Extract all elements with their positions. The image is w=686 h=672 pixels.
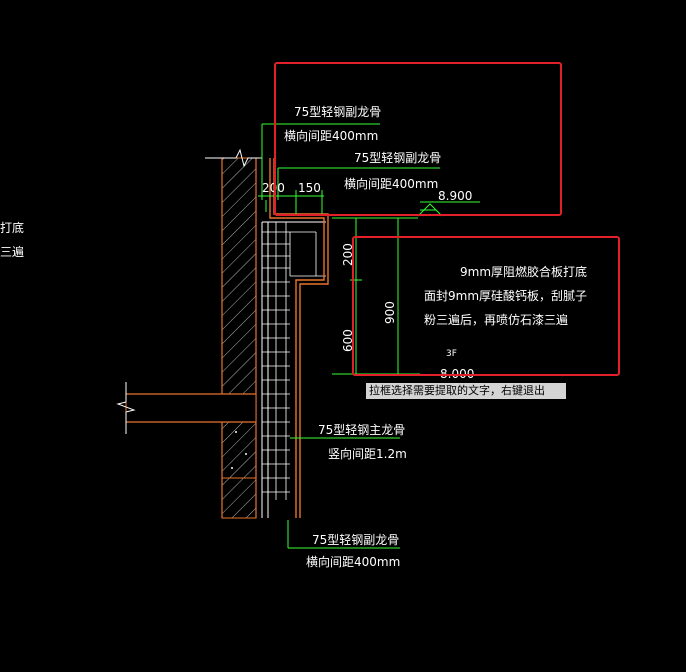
dim-150-label: 150 — [298, 181, 321, 195]
floor-tag-label: 3F — [446, 349, 457, 359]
top-keel-1-spacing: 横向间距400mm — [284, 128, 378, 143]
selection-box-bottom[interactable] — [352, 236, 620, 376]
selection-box-top[interactable] — [274, 62, 562, 216]
left-cut-label-1: 打底 — [0, 220, 24, 235]
drawing-labels: 打底 三遍 75型轻钢副龙骨 横向间距400mm 75型轻钢副龙骨 横向间距40… — [0, 105, 587, 569]
masonry-wall — [205, 148, 262, 519]
bottom-keel-spacing: 横向间距400mm — [306, 554, 400, 569]
dim-200-label: 200 — [262, 181, 285, 195]
board-spec-line-2: 面封9mm厚硅酸钙板，刮腻子 — [424, 288, 587, 303]
dim-900-vertical-label: 900 — [383, 301, 397, 324]
top-keel-2-label: 75型轻钢副龙骨 — [354, 151, 441, 165]
board-spec-line-1: 9mm厚阻燃胶合板打底 — [460, 264, 587, 279]
dim-200-vertical-label: 200 — [341, 243, 355, 266]
top-keel-2-spacing: 横向间距400mm — [344, 176, 438, 191]
main-keel-label: 75型轻钢主龙骨 — [318, 423, 405, 437]
main-keel-spacing: 竖向间距1.2m — [328, 446, 407, 461]
command-tooltip: 拉框选择需要提取的文字，右键退出 — [366, 383, 566, 399]
left-cut-label-2: 三遍 — [0, 245, 24, 259]
keel-framing — [261, 221, 326, 518]
floor-slab — [116, 382, 257, 519]
board-spec-line-3: 粉三遍后，再喷仿石漆三遍 — [424, 313, 568, 327]
elevation-top-label: 8.900 — [438, 189, 472, 203]
top-keel-1-label: 75型轻钢副龙骨 — [294, 105, 381, 119]
dim-600-vertical-label: 600 — [341, 329, 355, 352]
bottom-keel-label: 75型轻钢副龙骨 — [312, 533, 399, 547]
